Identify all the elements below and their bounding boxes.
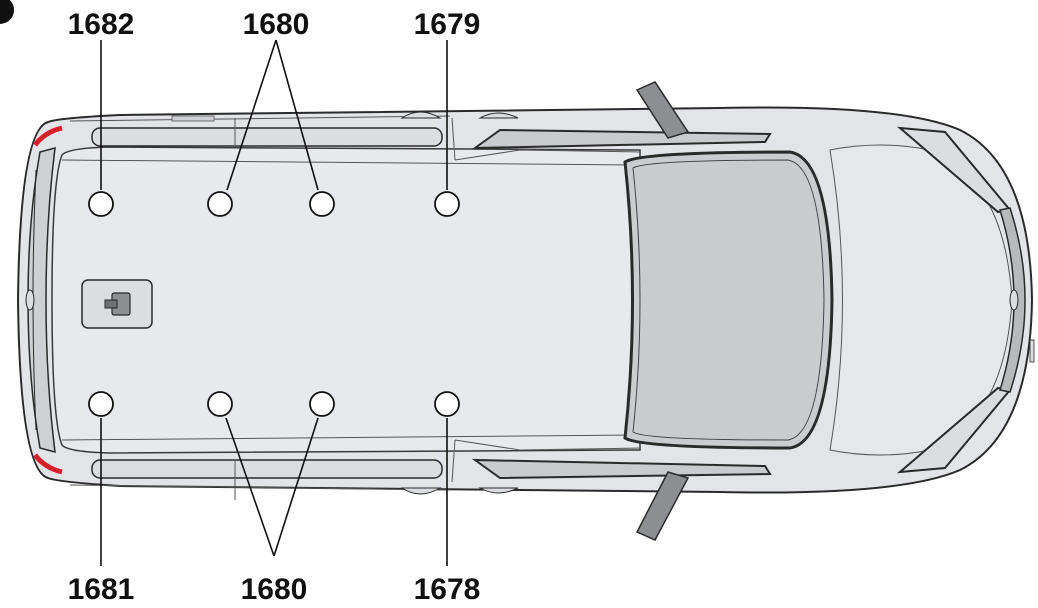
circle-marker-icon bbox=[207, 191, 233, 217]
rail-clip-top bbox=[171, 115, 215, 122]
roof-rail-bottom bbox=[91, 459, 443, 479]
corner-badge bbox=[0, 0, 14, 24]
door-handle-top-2 bbox=[478, 112, 519, 119]
tail-light-top bbox=[33, 125, 63, 147]
front-emblem bbox=[1009, 289, 1019, 311]
rail-top-edge bbox=[69, 115, 451, 122]
leader-1680-bottom-b bbox=[273, 417, 319, 557]
circle-marker-icon bbox=[434, 191, 460, 217]
roof-panel bbox=[51, 146, 641, 454]
callout-label-top-middle: 1680 bbox=[243, 8, 310, 41]
cab-line-bottom bbox=[454, 439, 641, 451]
callout-label-bottom-middle: 1680 bbox=[241, 573, 308, 606]
cab-line-top bbox=[454, 149, 641, 161]
leader-1680-bottom-a bbox=[225, 417, 275, 557]
circle-marker-icon bbox=[88, 191, 114, 217]
rail-bottom-edge bbox=[69, 484, 451, 491]
rear-handle bbox=[25, 289, 35, 311]
front-bumper bbox=[999, 207, 1026, 393]
roof-seam-mid bbox=[451, 117, 456, 483]
leader-1680-top-a bbox=[226, 39, 277, 191]
mirror-top bbox=[635, 81, 690, 139]
mirror-bottom bbox=[635, 471, 690, 541]
callout-label-bottom-left: 1681 bbox=[68, 573, 135, 606]
leader-1680-top-b bbox=[275, 39, 319, 191]
circle-marker-icon bbox=[309, 391, 335, 417]
roof-rail-top bbox=[91, 127, 443, 147]
door-handle-top-1 bbox=[400, 111, 442, 119]
callout-label-top-left: 1682 bbox=[68, 8, 135, 41]
circle-marker-icon bbox=[434, 391, 460, 417]
door-handle-bottom-2 bbox=[478, 487, 519, 494]
leader-lines bbox=[100, 39, 448, 566]
circle-marker-icon bbox=[88, 391, 114, 417]
rear-door-frame bbox=[27, 146, 56, 454]
side-window-top bbox=[471, 128, 772, 150]
tow-hook bbox=[1029, 339, 1035, 363]
callout-label-top-right: 1679 bbox=[414, 8, 481, 41]
roof-seam-top bbox=[61, 159, 641, 166]
door-handle-bottom-1 bbox=[400, 487, 442, 495]
circle-marker-icon bbox=[207, 391, 233, 417]
windscreen-inner bbox=[632, 159, 825, 441]
roof-seam-bottom bbox=[61, 434, 641, 441]
roof-hatch-icon bbox=[81, 279, 153, 329]
callout-label-bottom-right: 1678 bbox=[414, 573, 481, 606]
side-window-bottom bbox=[471, 458, 772, 480]
circle-marker-icon bbox=[309, 191, 335, 217]
tail-light-bottom bbox=[33, 453, 63, 475]
